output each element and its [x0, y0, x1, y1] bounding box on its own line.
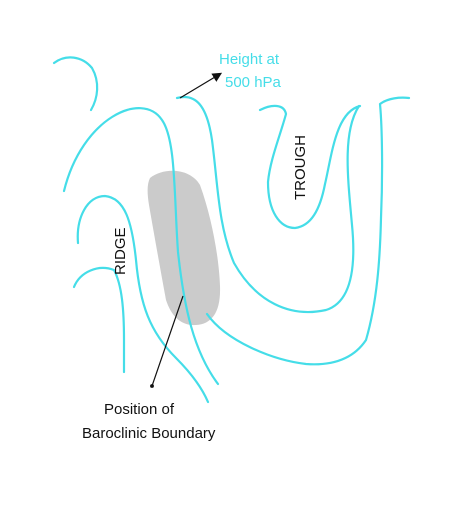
contour-line-3 — [175, 95, 361, 314]
height-label-line2: 500 hPa — [225, 74, 282, 91]
boundary-label-leader — [150, 295, 184, 388]
boundary-label-line2: Baroclinic Boundary — [82, 425, 216, 442]
contour-line-5 — [72, 266, 126, 374]
height-label-arrow — [179, 72, 223, 99]
height-label-line1: Height at — [219, 51, 280, 68]
contour-line-7 — [258, 104, 362, 230]
baroclinic-boundary-zone — [147, 170, 221, 326]
contour-line-4 — [76, 194, 210, 404]
boundary-label-line1: Position of — [104, 401, 175, 418]
contour-line-1 — [52, 56, 99, 112]
ridge-label: RIDGE — [112, 227, 129, 275]
contour-line-2 — [62, 107, 220, 386]
trough-label: TROUGH — [292, 135, 309, 200]
contour-line-6 — [205, 96, 411, 366]
